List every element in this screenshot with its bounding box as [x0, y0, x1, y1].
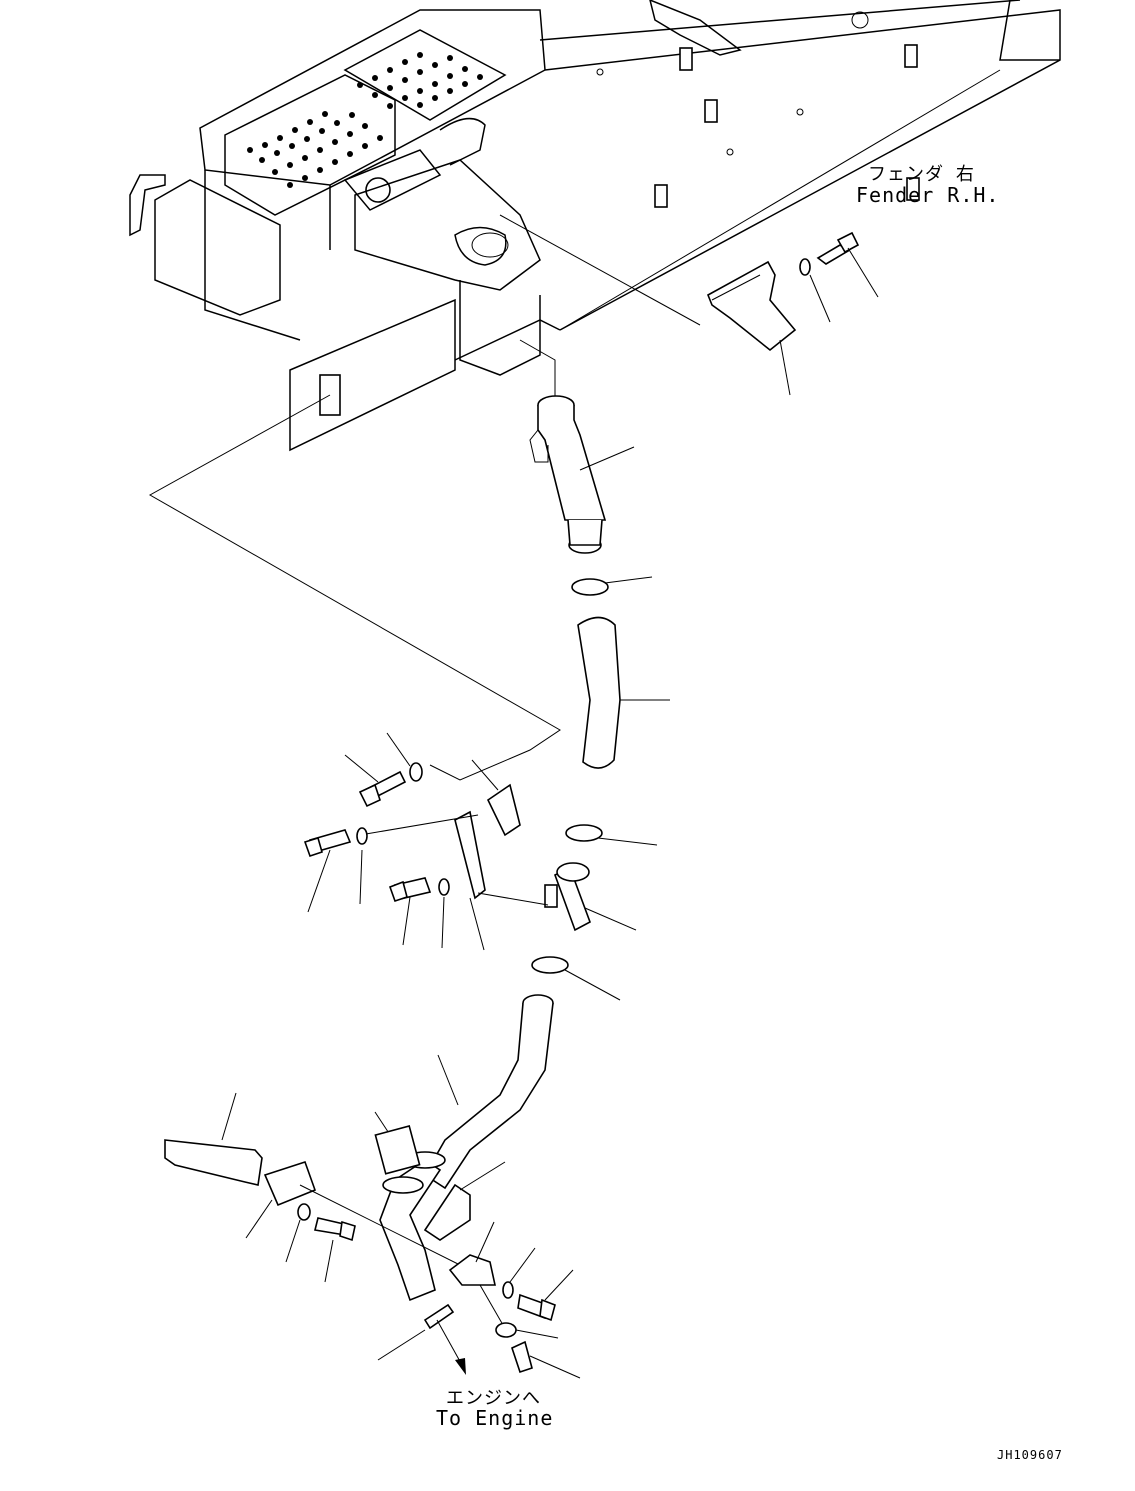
- lower-right-parts: [448, 1221, 581, 1379]
- engine-pipe-arrow: [377, 1303, 466, 1375]
- hose-clamp-1: [571, 576, 653, 596]
- fender-label-jp: フェンダ 右: [868, 164, 975, 185]
- bracket-assembly: [303, 732, 549, 951]
- engine-label-en: To Engine: [436, 1406, 554, 1430]
- lower-pipe: [423, 994, 554, 1190]
- lower-hose: [374, 1111, 446, 1302]
- drawing-code: JH109607: [997, 1448, 1063, 1462]
- fender-bracket: [706, 231, 879, 396]
- frame-assembly: [129, 0, 1061, 452]
- battery-grid-dots: [247, 52, 483, 188]
- lower-clamp: [423, 1161, 506, 1241]
- upper-hose: [577, 616, 670, 769]
- lower-bracket-plates: [164, 1092, 471, 1283]
- hose-clamp-2: [565, 824, 658, 846]
- fender-label-en: Fender R.H.: [856, 183, 1000, 207]
- upper-pipe: [529, 395, 635, 554]
- engine-label-jp: エンジンへ: [446, 1388, 541, 1409]
- tee-connector: [544, 862, 637, 932]
- hose-clamp-3: [531, 956, 621, 1001]
